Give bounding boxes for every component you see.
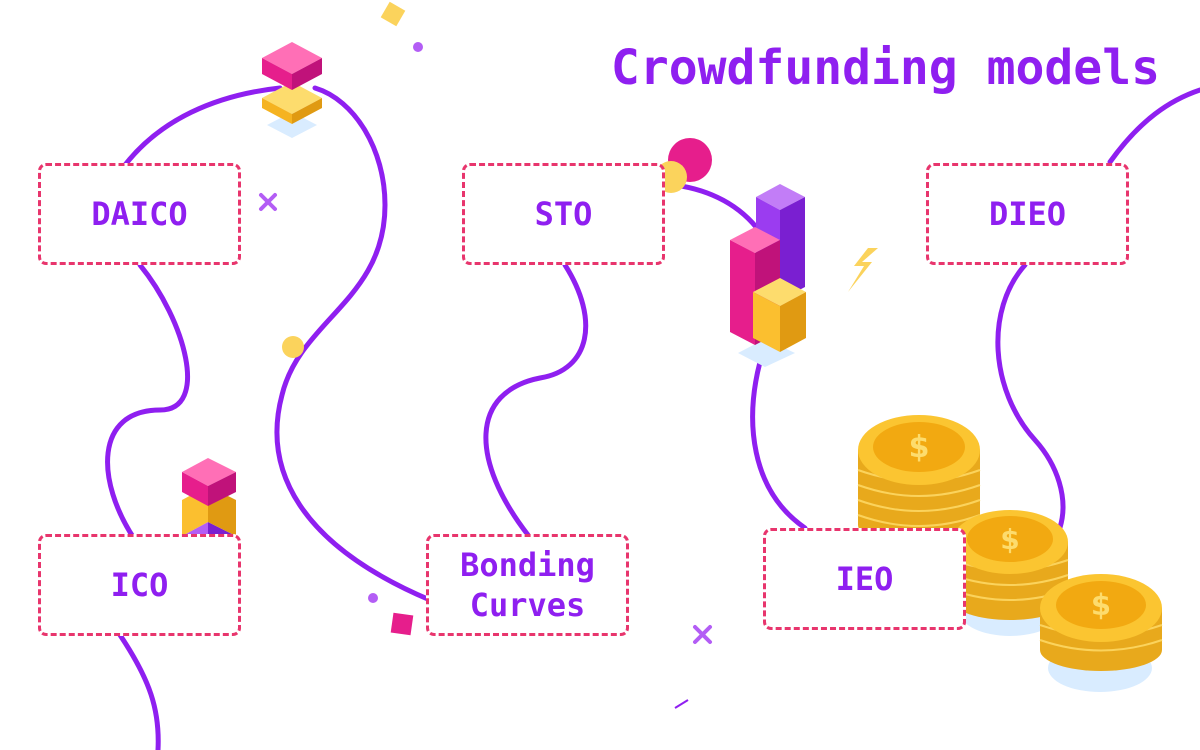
node-ieo: IEO xyxy=(763,528,966,630)
gold-diamond-decoration xyxy=(380,1,406,27)
node-label: DIEO xyxy=(988,195,1067,233)
node-label: IEO xyxy=(835,560,894,598)
node-dieo: DIEO xyxy=(926,163,1129,265)
node-label: Bonding Curves xyxy=(460,546,595,624)
curve-sto-bonding xyxy=(483,262,589,538)
svg-text:$: $ xyxy=(909,430,930,465)
curve-top-bonding xyxy=(274,85,433,603)
purple-dot-decoration xyxy=(413,42,423,52)
stacked-cubes-icon xyxy=(262,42,322,138)
cross-icon xyxy=(693,625,712,644)
curve-ico-bottom xyxy=(117,632,161,750)
cross-icon xyxy=(259,193,277,211)
lightning-icon xyxy=(848,248,878,292)
node-daico: DAICO xyxy=(38,163,241,265)
svg-text:$: $ xyxy=(1091,588,1111,622)
node-label: STO xyxy=(534,195,593,233)
magenta-square-decoration xyxy=(390,612,414,636)
node-ico: ICO xyxy=(38,534,241,636)
bar-blocks-icon xyxy=(730,184,806,367)
node-sto: STO xyxy=(462,163,665,265)
curve-daico-ico xyxy=(105,262,191,543)
node-label: ICO xyxy=(110,566,169,604)
page-title: Crowdfunding models xyxy=(610,40,1160,96)
curve-blocks-ieo xyxy=(750,359,808,531)
curve-dieo-top xyxy=(1107,87,1200,165)
curve-sto-blocks xyxy=(672,182,763,235)
gold-dot-decoration xyxy=(282,336,304,358)
coin-stacks-icon: $ $ $ xyxy=(857,415,1163,692)
svg-text:$: $ xyxy=(1000,523,1019,556)
curve-daico-top xyxy=(122,85,283,168)
dash-decoration xyxy=(674,699,689,709)
node-bonding-curves: Bonding Curves xyxy=(426,534,629,636)
node-label: DAICO xyxy=(91,195,188,233)
purple-dot-decoration xyxy=(368,593,378,603)
